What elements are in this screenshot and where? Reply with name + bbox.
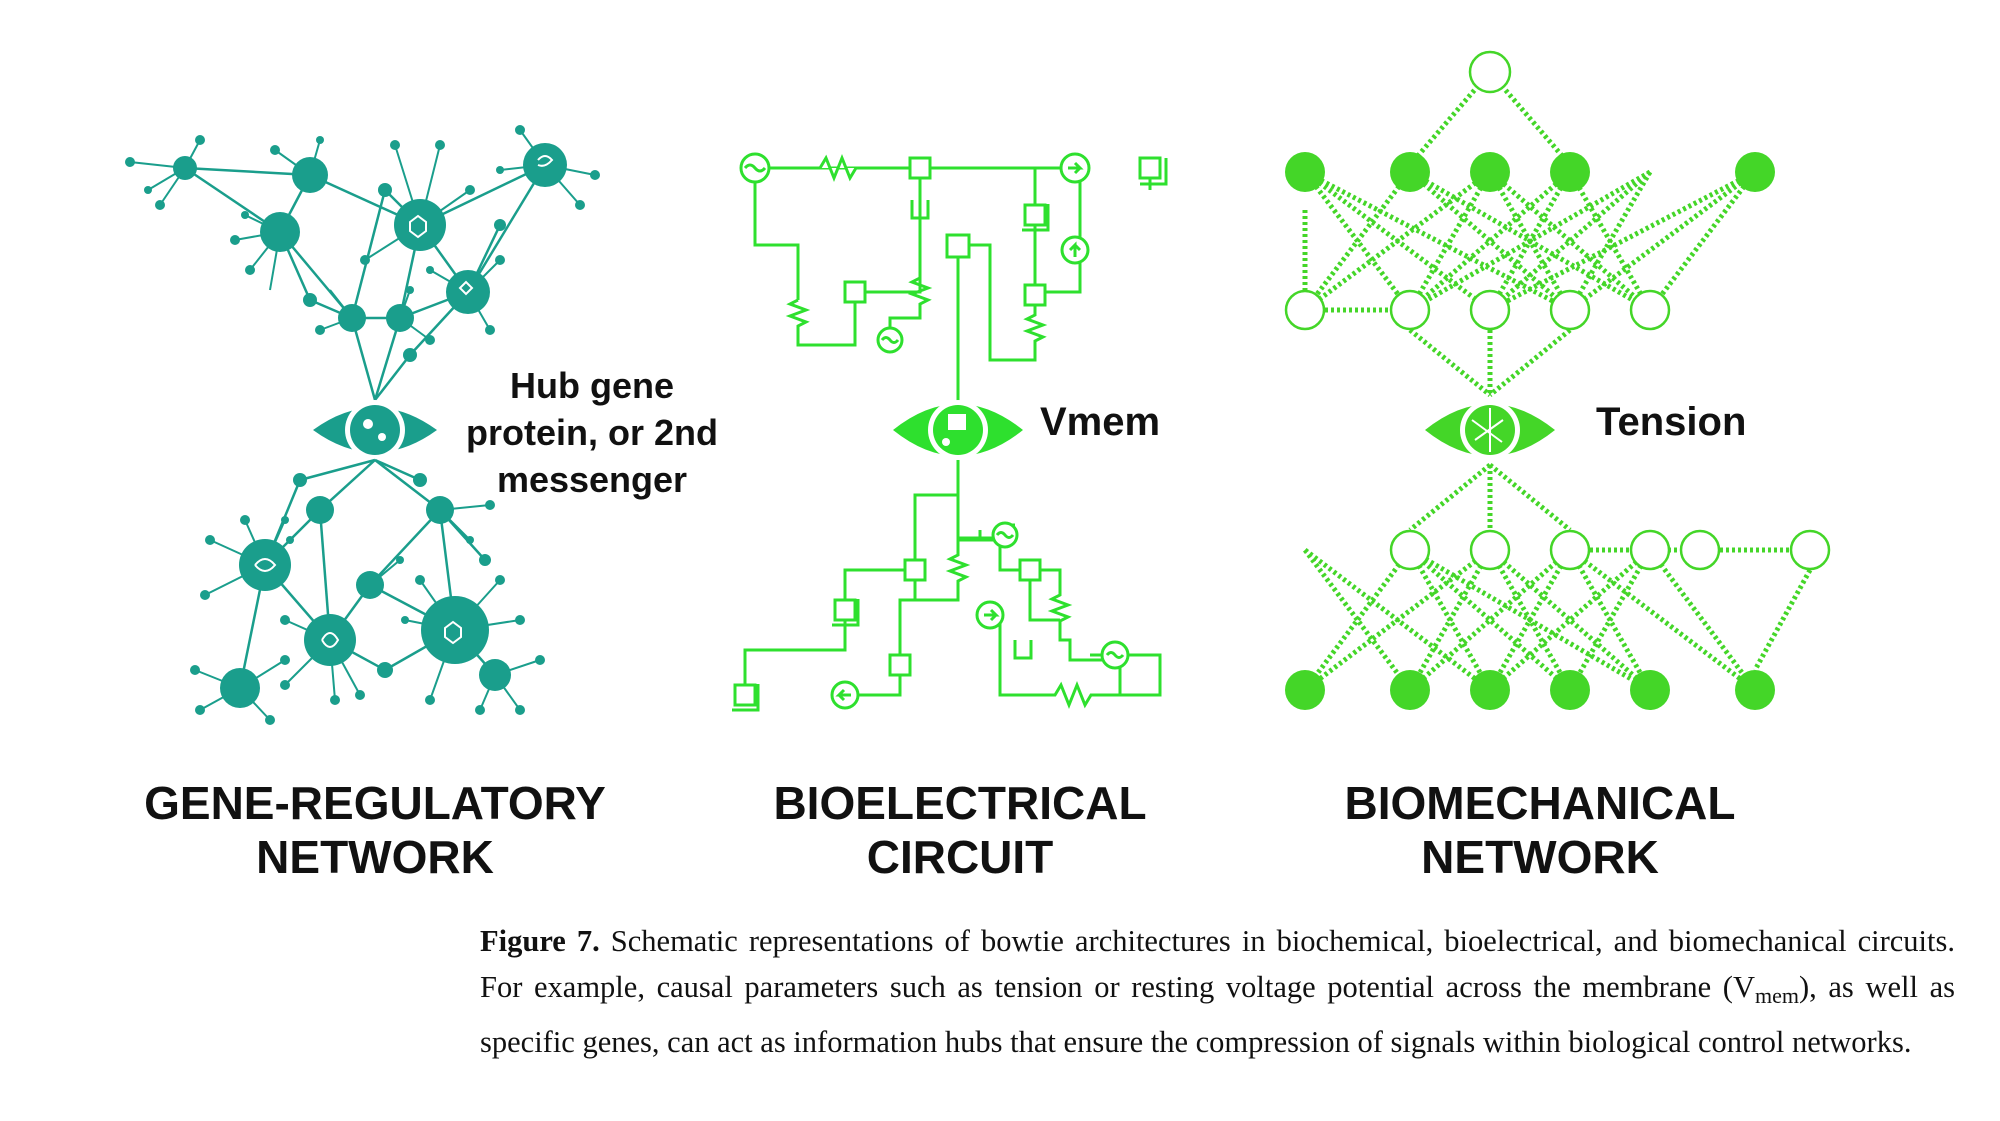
biomechanical-network bbox=[1284, 50, 1831, 710]
gene-spoke-dots-bottom bbox=[190, 473, 545, 725]
vmem-hub-label: Vmem bbox=[1040, 400, 1160, 445]
biomechanical-title-line2: NETWORK bbox=[1421, 831, 1659, 883]
gene-regulatory-title-line1: GENE-REGULATORY bbox=[144, 777, 606, 829]
biomech-nodes-top bbox=[1284, 50, 1775, 331]
bioelectrical-title-line2: CIRCUIT bbox=[866, 831, 1054, 883]
gene-nodes-top bbox=[173, 143, 567, 332]
gene-hub-label: Hub gene protein, or 2nd messenger bbox=[442, 362, 742, 503]
caption-subscript: mem bbox=[1754, 983, 1799, 1008]
vmem-hub-label-text: Vmem bbox=[1040, 400, 1161, 444]
biomechanical-title-line1: BIOMECHANICAL bbox=[1344, 777, 1736, 829]
gene-regulatory-title: GENE-REGULATORY NETWORK bbox=[130, 776, 620, 884]
tension-hub-label-text: Tension bbox=[1596, 400, 1747, 444]
gene-node-motifs bbox=[254, 155, 554, 648]
caption-text-before: Schematic representations of bowtie arch… bbox=[480, 924, 1955, 1004]
gene-hub-eye bbox=[313, 400, 437, 460]
figure-label: Figure 7. bbox=[480, 924, 600, 958]
vmem-hub-eye bbox=[893, 400, 1023, 460]
figure-caption: Figure 7. Schematic representations of b… bbox=[480, 918, 1955, 1065]
gene-hub-label-line3: messenger bbox=[496, 459, 688, 500]
caption-text-after: ), as well as specific genes, can act as… bbox=[480, 970, 1955, 1059]
biomech-springs-bottom bbox=[1303, 463, 1813, 693]
gene-hub-label-line2: protein, or 2nd bbox=[466, 412, 718, 453]
bowtie-figure bbox=[125, 50, 1831, 725]
gene-spoke-dots-top bbox=[125, 125, 600, 362]
biomechanical-title: BIOMECHANICAL NETWORK bbox=[1300, 776, 1780, 884]
biomech-springs-top bbox=[1302, 70, 1757, 397]
gene-hub-label-line1: Hub gene bbox=[509, 365, 674, 406]
tension-hub-eye bbox=[1425, 400, 1555, 460]
bioelectrical-circuit bbox=[732, 152, 1168, 712]
gene-regulatory-network bbox=[125, 125, 600, 725]
bioelectrical-title-line1: BIOELECTRICAL bbox=[773, 777, 1147, 829]
biomech-nodes-bottom bbox=[1285, 529, 1831, 710]
gene-nodes-bottom bbox=[220, 496, 511, 708]
tension-hub-label: Tension bbox=[1596, 400, 1746, 445]
bioelectrical-title: BIOELECTRICAL CIRCUIT bbox=[740, 776, 1180, 884]
gene-regulatory-title-line2: NETWORK bbox=[256, 831, 494, 883]
